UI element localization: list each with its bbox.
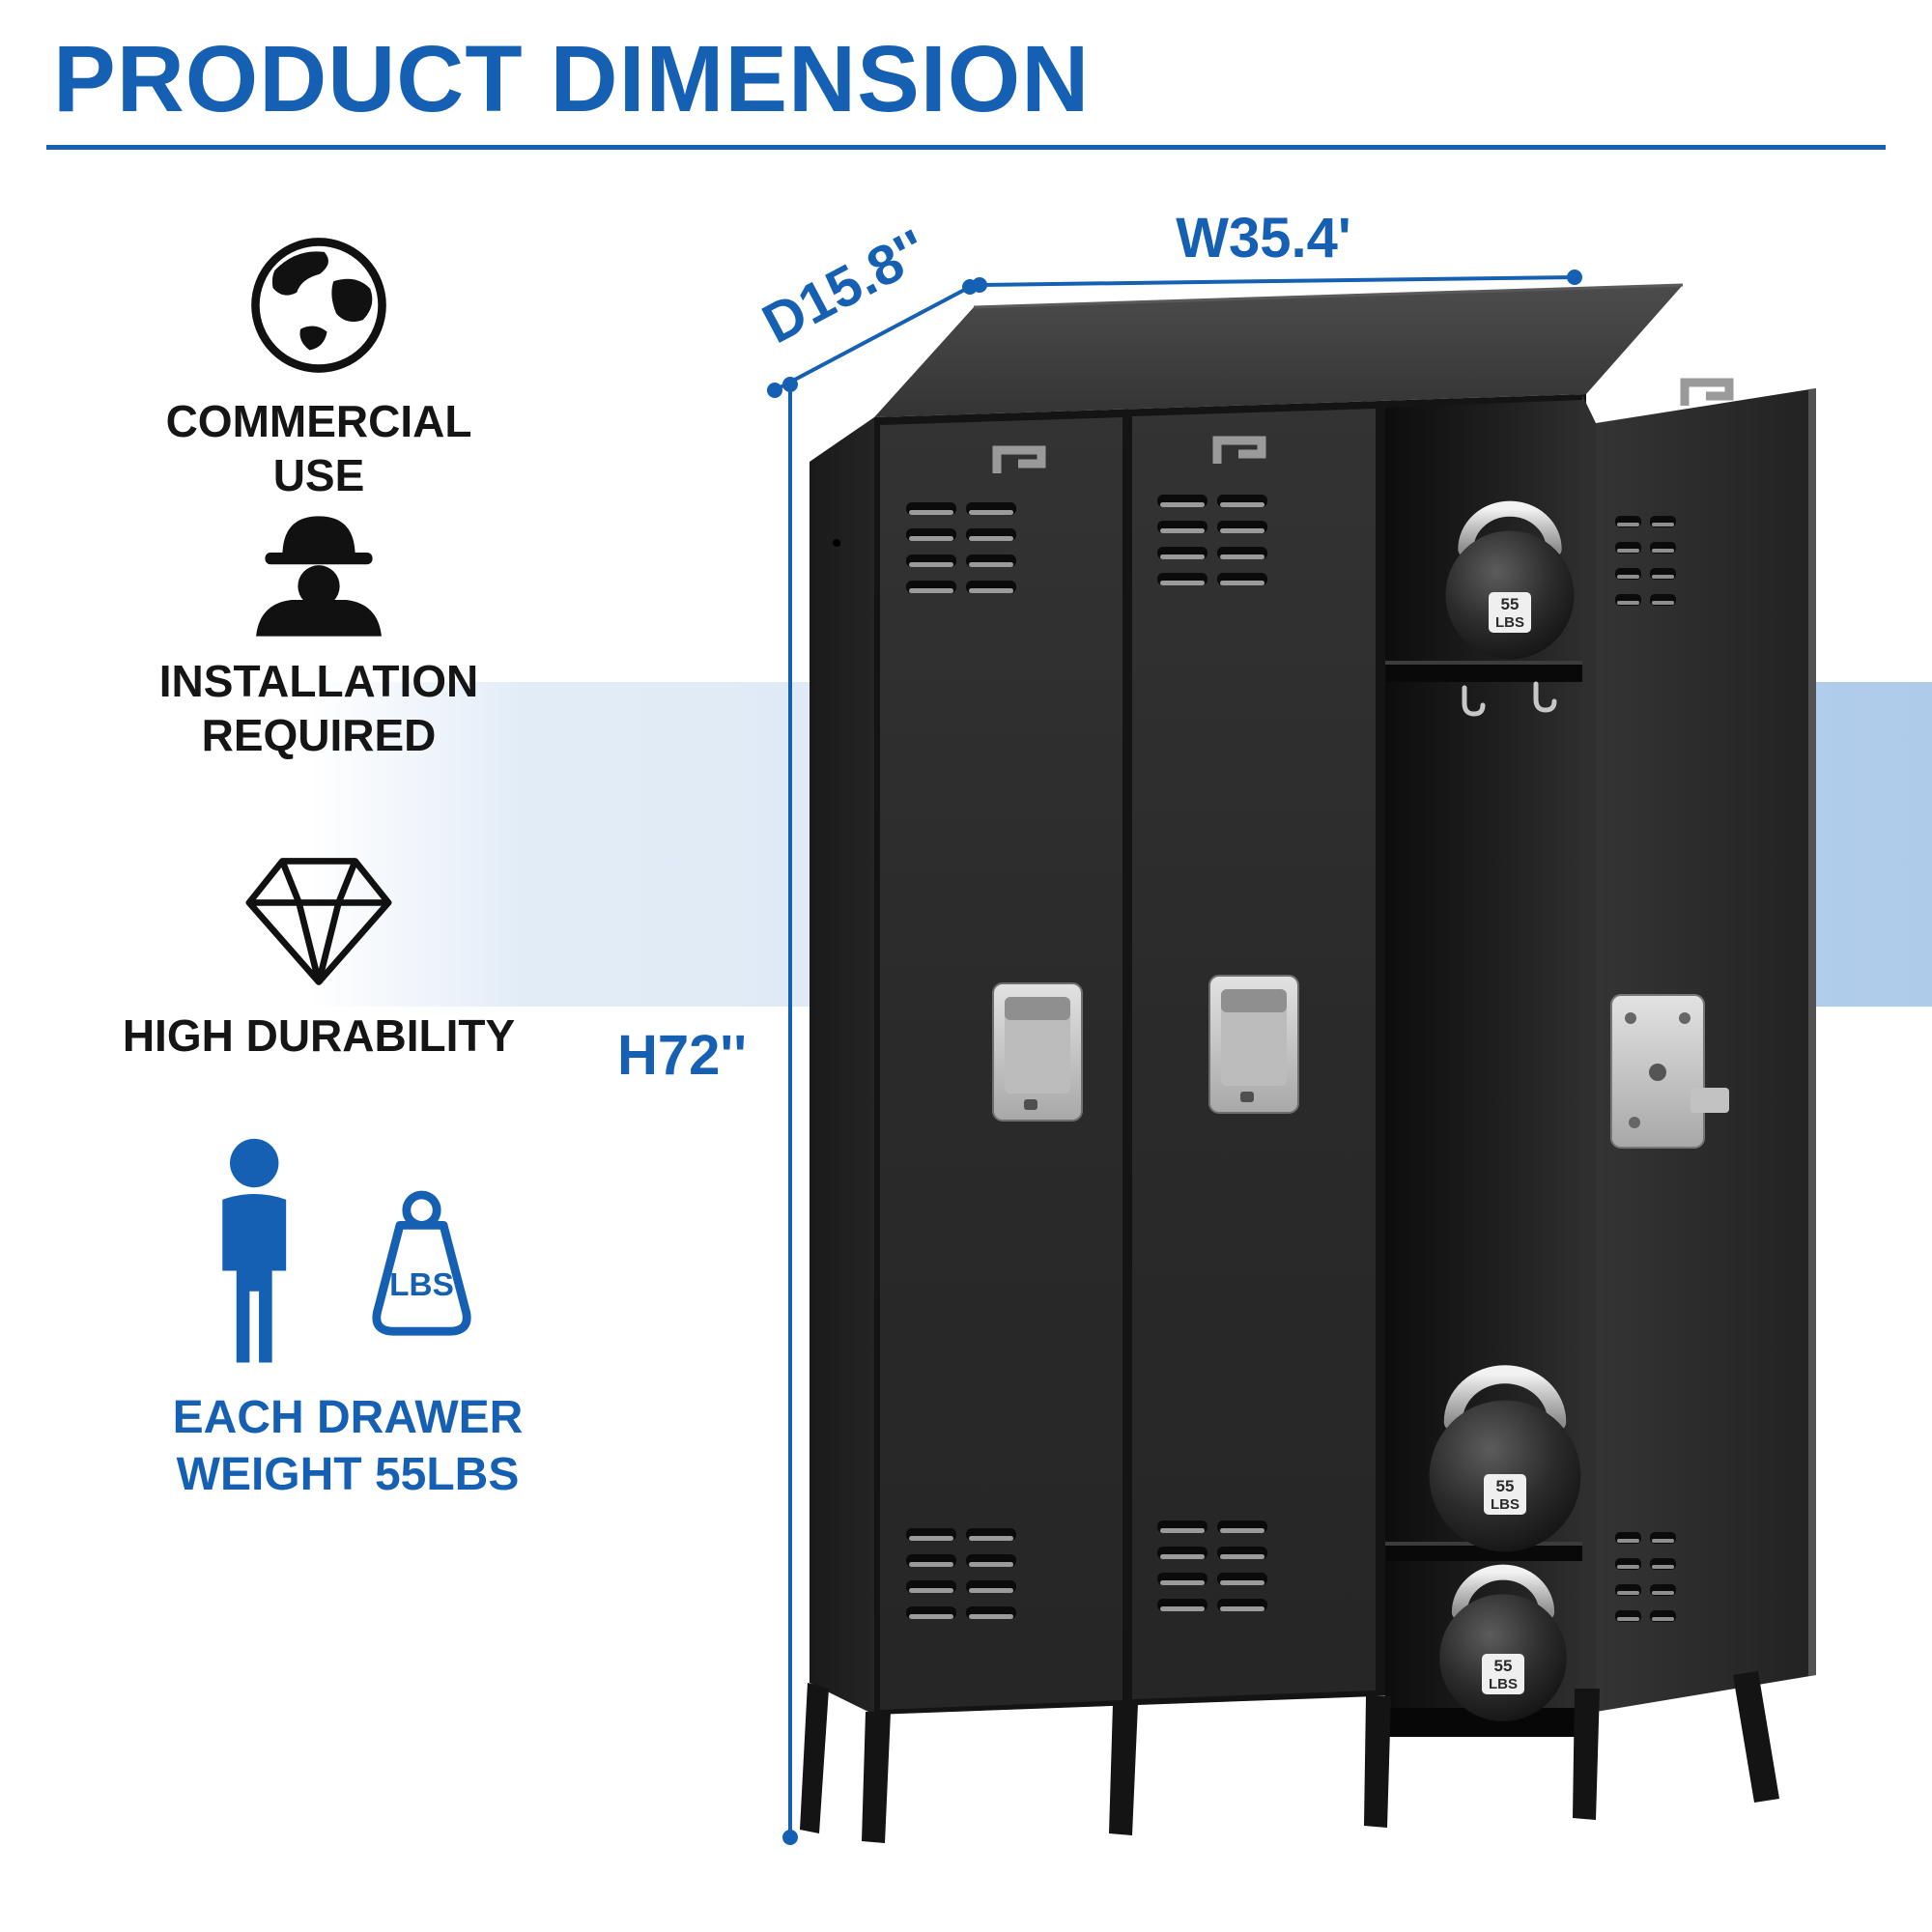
locker-left-panel	[810, 417, 874, 1715]
door-handle-2	[1208, 975, 1299, 1114]
locker-cabinet: 55 LBS 55 LBS 55 LBS	[800, 283, 1816, 1843]
kettlebell-middle: 55 LBS	[1430, 1375, 1581, 1552]
dimension-endpoints	[767, 270, 1582, 1845]
interior-shelf-lower	[1385, 1546, 1582, 1561]
feature-label-line: WEIGHT 55LBS	[176, 1448, 520, 1500]
globe-icon	[251, 238, 386, 373]
weight-icons: LBS	[200, 1135, 496, 1375]
diamond-icon	[245, 858, 392, 985]
feature-label-line: REQUIRED	[201, 710, 437, 761]
locker-open-compartment	[1385, 400, 1582, 1737]
feature-drawer-weight: LBS EACH DRAWER WEIGHT 55LBS	[58, 1135, 638, 1503]
feature-installation-required: INSTALLATION REQUIRED	[68, 497, 570, 762]
worker-icon	[256, 516, 382, 637]
lock-hasp-icon	[1685, 383, 1729, 406]
feature-label: COMMERCIAL USE	[166, 394, 472, 502]
locker-top-face	[874, 285, 1683, 417]
door-handle-1	[992, 982, 1083, 1122]
depth-dimension-line	[774, 285, 971, 392]
top-back-edge	[973, 283, 1684, 309]
width-dimension-line	[979, 275, 1576, 287]
feature-commercial-use: COMMERCIAL USE	[68, 232, 570, 502]
feature-label: HIGH DURABILITY	[123, 1009, 515, 1063]
height-label: H72''	[617, 1024, 747, 1087]
shelf-top-edge	[1385, 661, 1582, 665]
kettlebell-bottom: 55 LBS	[1439, 1573, 1567, 1721]
locker-legs	[800, 1671, 1779, 1843]
locker-door-1	[880, 417, 1122, 1710]
page-title: PRODUCT DIMENSION	[53, 26, 1091, 131]
width-label: W35.4'	[1176, 207, 1350, 270]
open-door-edge	[1808, 388, 1816, 1676]
kettlebell-weight-text: 55	[1501, 595, 1520, 613]
side-vent-hole	[833, 539, 840, 547]
feature-label: EACH DRAWER WEIGHT 55LBS	[173, 1390, 524, 1503]
depth-label: D15.8''	[753, 217, 938, 355]
feature-label: INSTALLATION REQUIRED	[159, 654, 478, 762]
kettlebell-weight-text: 55	[1494, 1657, 1513, 1675]
feature-label-line: COMMERCIAL	[165, 396, 472, 446]
locker-open-door	[1596, 383, 1816, 1712]
feature-label-line: USE	[272, 450, 365, 501]
feature-label-line: INSTALLATION	[158, 656, 479, 706]
weight-badge-text: LBS	[389, 1267, 454, 1303]
person-icon	[222, 1138, 287, 1363]
feature-high-durability: HIGH DURABILITY	[68, 850, 570, 1063]
kettlebell-top: 55 LBS	[1446, 509, 1575, 660]
kettlebell-weight-text: 55	[1496, 1477, 1515, 1495]
kettlebell-weight-text: LBS	[1491, 1496, 1520, 1513]
interior-shelf-upper	[1385, 665, 1582, 682]
weight-kettlebell-icon: LBS	[372, 1190, 471, 1336]
feature-label-line: HIGH DURABILITY	[122, 1010, 516, 1061]
kettlebell-weight-text: LBS	[1489, 1676, 1518, 1692]
inner-latch-mechanism	[1610, 994, 1729, 1149]
feature-label-line: EACH DRAWER	[172, 1392, 524, 1443]
kettlebell-weight-text: LBS	[1495, 614, 1524, 631]
locker-door-2	[1132, 409, 1376, 1699]
hinge-frame	[1582, 395, 1596, 1712]
title-underline	[46, 145, 1886, 150]
